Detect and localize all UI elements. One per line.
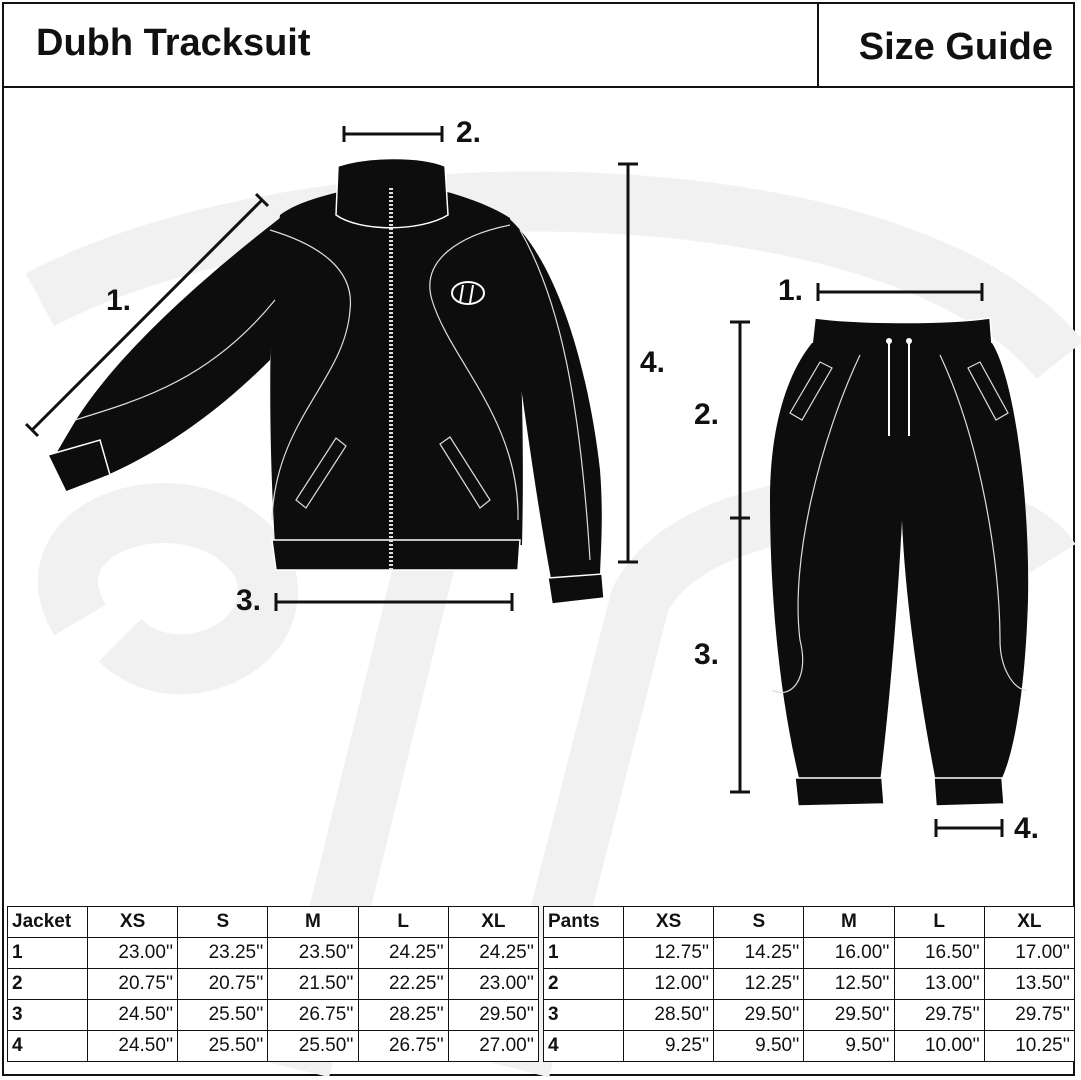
table-cell: 24.25'' — [447, 937, 540, 969]
row-label: 1 — [543, 937, 624, 969]
table-header-cell: S — [177, 906, 269, 938]
table-header-cell: XS — [86, 906, 179, 938]
jacket-illustration — [46, 157, 605, 605]
product-title: Dubh Tracksuit — [36, 22, 311, 64]
row-label: 3 — [7, 999, 88, 1031]
table-cell: 12.75'' — [622, 937, 715, 969]
row-label: 3 — [543, 999, 624, 1031]
table-cell: 28.25'' — [357, 999, 449, 1031]
table-cell: 16.50'' — [893, 937, 985, 969]
chest-logo-icon — [451, 281, 485, 305]
table-row: 2 12.00'' 12.25'' 12.50'' 13.00'' 13.50'… — [543, 968, 1076, 1000]
row-label: 4 — [543, 1030, 624, 1062]
table-cell: 21.50'' — [267, 968, 359, 1000]
table-row: 2 20.75'' 20.75'' 21.50'' 22.25'' 23.00'… — [7, 968, 540, 1000]
pants-illustration — [770, 317, 1029, 807]
pants-size-table: Pants XS S M L XL 1 12.75'' 14.25'' 16.0… — [543, 906, 1076, 1062]
table-cell: 9.50'' — [803, 1030, 895, 1062]
table-cell: 20.75'' — [86, 968, 179, 1000]
table-row: 1 12.75'' 14.25'' 16.00'' 16.50'' 17.00'… — [543, 937, 1076, 969]
table-header-row: Jacket XS S M L XL — [7, 906, 540, 938]
table-cell: 14.25'' — [713, 937, 805, 969]
jacket-label-1: 1. — [106, 284, 132, 317]
table-cell: 9.25'' — [622, 1030, 715, 1062]
pants-label-2: 2. — [694, 398, 720, 431]
table-header-cell: XL — [447, 906, 540, 938]
table-row: 3 28.50'' 29.50'' 29.50'' 29.75'' 29.75'… — [543, 999, 1076, 1031]
row-label: 4 — [7, 1030, 88, 1062]
jacket-label-3: 3. — [236, 584, 262, 617]
table-header-cell: XS — [622, 906, 715, 938]
size-guide-label: Size Guide — [858, 26, 1053, 68]
jacket-label-2: 2. — [456, 116, 482, 149]
table-cell: 25.50'' — [177, 999, 269, 1031]
table-cell: 24.50'' — [86, 999, 179, 1031]
table-cell: 10.00'' — [893, 1030, 985, 1062]
table-cell: 12.00'' — [622, 968, 715, 1000]
table-cell: 10.25'' — [983, 1030, 1076, 1062]
table-row: 3 24.50'' 25.50'' 26.75'' 28.25'' 29.50'… — [7, 999, 540, 1031]
table-header-cell: L — [357, 906, 449, 938]
table-header-cell: M — [803, 906, 895, 938]
table-cell: 23.25'' — [177, 937, 269, 969]
row-label: 1 — [7, 937, 88, 969]
table-cell: 23.00'' — [447, 968, 540, 1000]
jacket-measure-lines — [24, 126, 638, 611]
table-cell: 20.75'' — [177, 968, 269, 1000]
table-cell: 12.50'' — [803, 968, 895, 1000]
table-cell: 16.00'' — [803, 937, 895, 969]
table-cell: 23.00'' — [86, 937, 179, 969]
table-cell: 26.75'' — [267, 999, 359, 1031]
table-cell: 24.25'' — [357, 937, 449, 969]
table-cell: 29.50'' — [447, 999, 540, 1031]
table-cell: 29.50'' — [803, 999, 895, 1031]
pants-label-3: 3. — [694, 638, 720, 671]
table-header-cell: S — [713, 906, 805, 938]
row-label: 2 — [7, 968, 88, 1000]
table-row: 4 9.25'' 9.50'' 9.50'' 10.00'' 10.25'' — [543, 1030, 1076, 1062]
table-cell: 27.00'' — [447, 1030, 540, 1062]
table-cell: 13.50'' — [983, 968, 1076, 1000]
table-cell: 29.75'' — [893, 999, 985, 1031]
table-cell: 25.50'' — [267, 1030, 359, 1062]
table-cell: 17.00'' — [983, 937, 1076, 969]
pants-label-1: 1. — [778, 274, 804, 307]
table-cell: 25.50'' — [177, 1030, 269, 1062]
table-header-cell: Jacket — [7, 906, 88, 938]
table-header-row: Pants XS S M L XL — [543, 906, 1076, 938]
table-row: 4 24.50'' 25.50'' 25.50'' 26.75'' 27.00'… — [7, 1030, 540, 1062]
table-cell: 29.50'' — [713, 999, 805, 1031]
header-bar: Dubh Tracksuit Size Guide — [4, 4, 1073, 88]
table-cell: 12.25'' — [713, 968, 805, 1000]
size-guide-cell: Size Guide — [817, 4, 1073, 86]
pants-label-4: 4. — [1014, 812, 1040, 845]
table-header-cell: XL — [983, 906, 1076, 938]
table-header-cell: M — [267, 906, 359, 938]
table-row: 1 23.00'' 23.25'' 23.50'' 24.25'' 24.25'… — [7, 937, 540, 969]
table-cell: 9.50'' — [713, 1030, 805, 1062]
table-header-cell: Pants — [543, 906, 624, 938]
table-cell: 26.75'' — [357, 1030, 449, 1062]
table-cell: 28.50'' — [622, 999, 715, 1031]
table-cell: 22.25'' — [357, 968, 449, 1000]
table-cell: 13.00'' — [893, 968, 985, 1000]
table-header-cell: L — [893, 906, 985, 938]
pants-measure-lines — [730, 283, 1004, 837]
table-cell: 24.50'' — [86, 1030, 179, 1062]
table-cell: 29.75'' — [983, 999, 1076, 1031]
jacket-label-4: 4. — [640, 346, 666, 379]
jacket-size-table: Jacket XS S M L XL 1 23.00'' 23.25'' 23.… — [7, 906, 540, 1062]
row-label: 2 — [543, 968, 624, 1000]
table-cell: 23.50'' — [267, 937, 359, 969]
